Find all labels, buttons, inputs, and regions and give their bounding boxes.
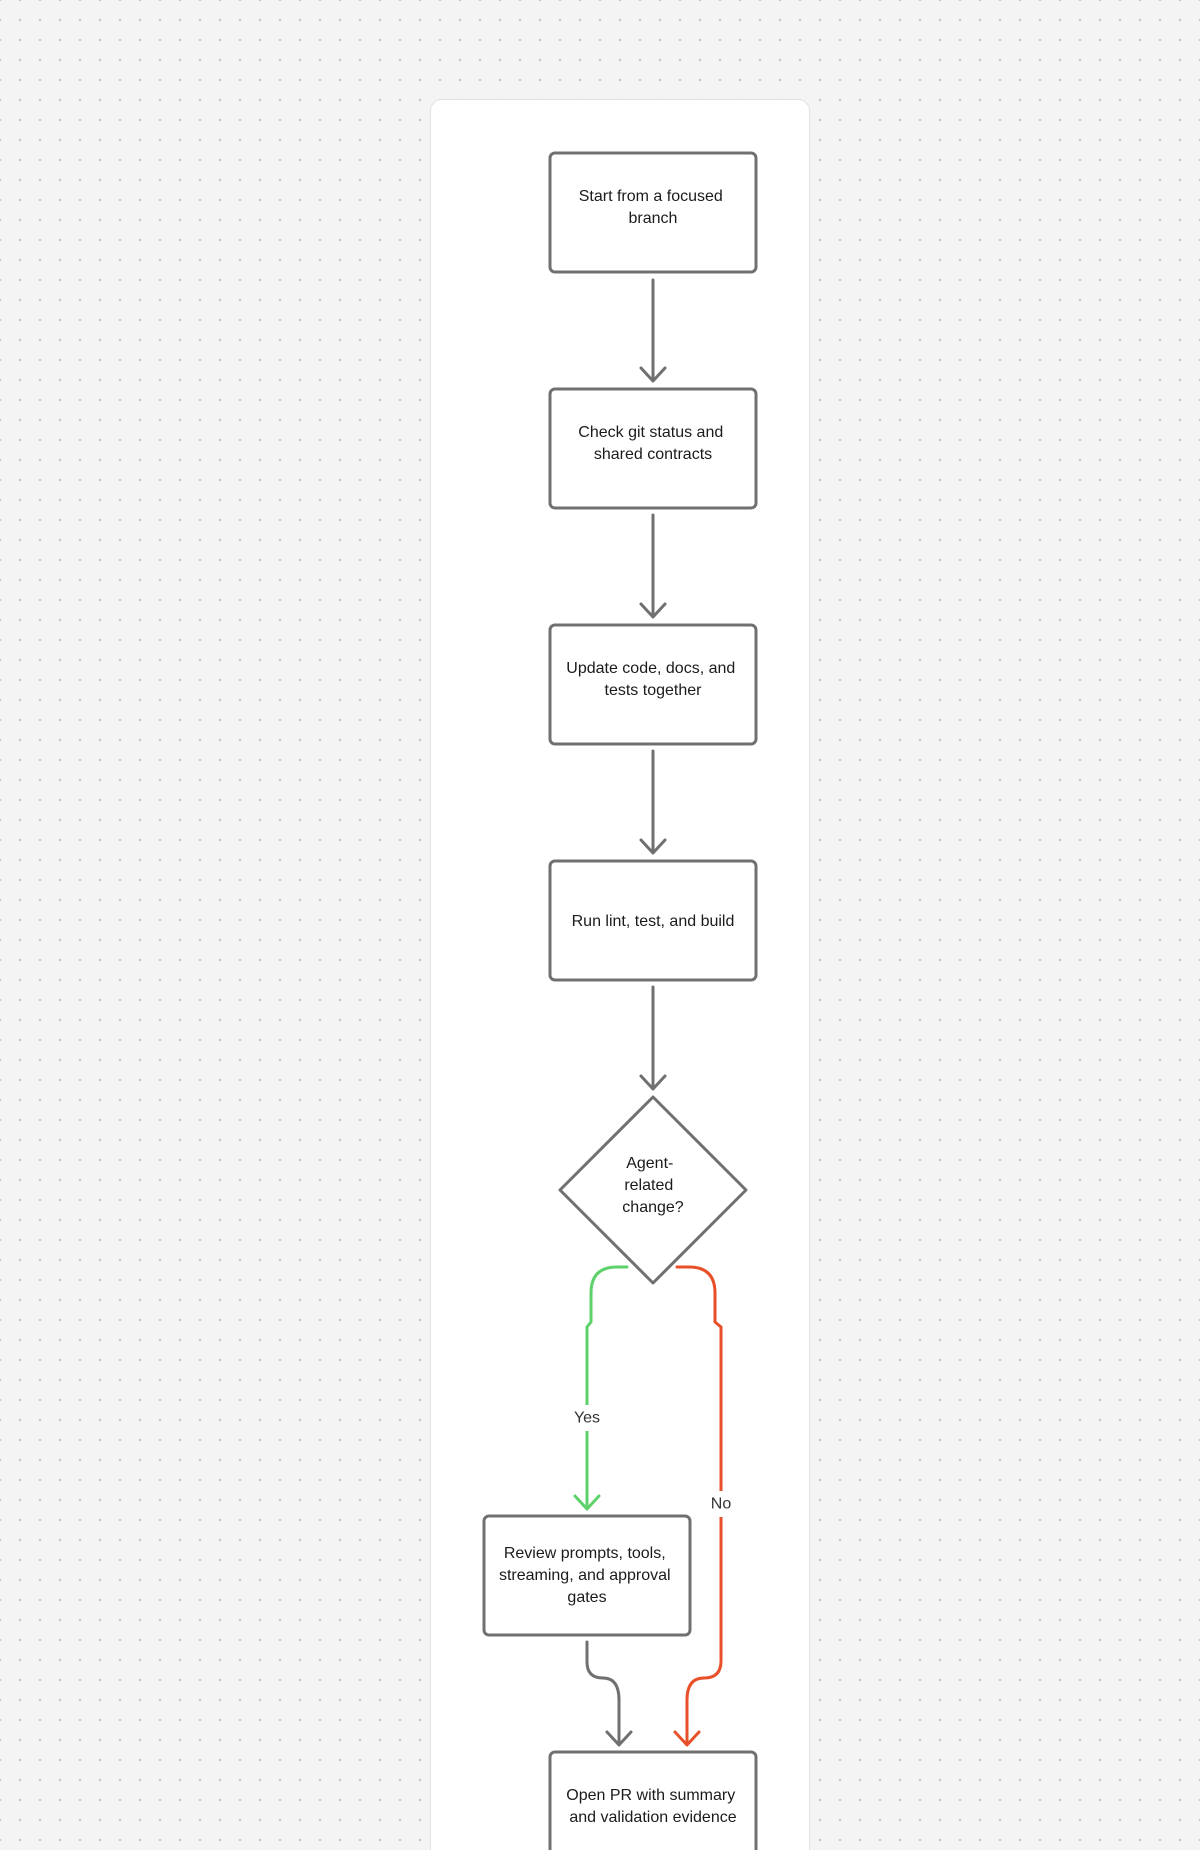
edge-label-no: No: [711, 1496, 732, 1513]
node-text-line: Review prompts, tools,: [504, 1545, 666, 1562]
node-text-line: Agent-: [626, 1155, 673, 1172]
edge-run-to-decision: [639, 985, 667, 1091]
svg-text:Run lint, test, and build: Run lint, test, and build: [572, 913, 735, 930]
svg-text:Review prompts, tools,: Review prompts, tools, streaming, and ap…: [499, 1545, 675, 1606]
node-text-line: tests together: [605, 682, 703, 699]
edge-review-to-open-pr: [585, 1640, 633, 1747]
svg-text:Check git status and: Check git status and shared contracts: [578, 424, 727, 463]
node-start-focused-branch[interactable]: Start from a focused branch: [548, 151, 758, 274]
node-text-line: Update code, docs, and: [566, 660, 735, 677]
node-run-lint-test-build[interactable]: Run lint, test, and build: [548, 859, 758, 982]
svg-text:Update code, docs, and: Update code, docs, and tests together: [566, 660, 739, 699]
node-text-line: change?: [622, 1199, 683, 1216]
svg-text:Start from a focused: Start from a focused branch: [579, 188, 728, 227]
edge-update-to-run: [639, 749, 667, 855]
node-text-line: gates: [567, 1589, 606, 1606]
node-text-line: related: [624, 1177, 673, 1194]
node-review-prompts-tools[interactable]: Review prompts, tools, streaming, and ap…: [482, 1514, 692, 1637]
edge-decision-to-open-pr-no: No: [673, 1265, 737, 1747]
node-text-line: Open PR with summary: [566, 1787, 735, 1804]
nodes-layer: Start from a focused branch Check git st…: [482, 151, 758, 1850]
edge-start-to-check: [639, 278, 667, 383]
node-text-line: Run lint, test, and build: [572, 913, 735, 930]
edge-label-yes: Yes: [574, 1410, 600, 1427]
edge-decision-to-review-yes: Yes: [570, 1265, 629, 1511]
node-check-git-status[interactable]: Check git status and shared contracts: [548, 387, 758, 510]
node-text-line: streaming, and approval: [499, 1567, 671, 1584]
node-text-line: branch: [629, 210, 678, 227]
svg-text:Agent- related: Agent- related change?: [622, 1155, 683, 1216]
node-open-pr[interactable]: Open PR with summary and validation evid…: [548, 1750, 758, 1850]
node-text-line: Check git status and: [578, 424, 723, 441]
node-text-line: shared contracts: [594, 446, 712, 463]
edge-check-to-update: [639, 513, 667, 619]
node-update-code-docs-tests[interactable]: Update code, docs, and tests together: [548, 623, 758, 746]
node-text-line: and validation evidence: [569, 1809, 736, 1826]
edges-layer: Yes No: [570, 278, 737, 1747]
node-decision-agent-related-change[interactable]: Agent- related change?: [558, 1095, 748, 1285]
node-text-line: Start from a focused: [579, 188, 723, 205]
svg-text:Open PR with summary: Open PR with summary and validation evid…: [566, 1787, 739, 1826]
